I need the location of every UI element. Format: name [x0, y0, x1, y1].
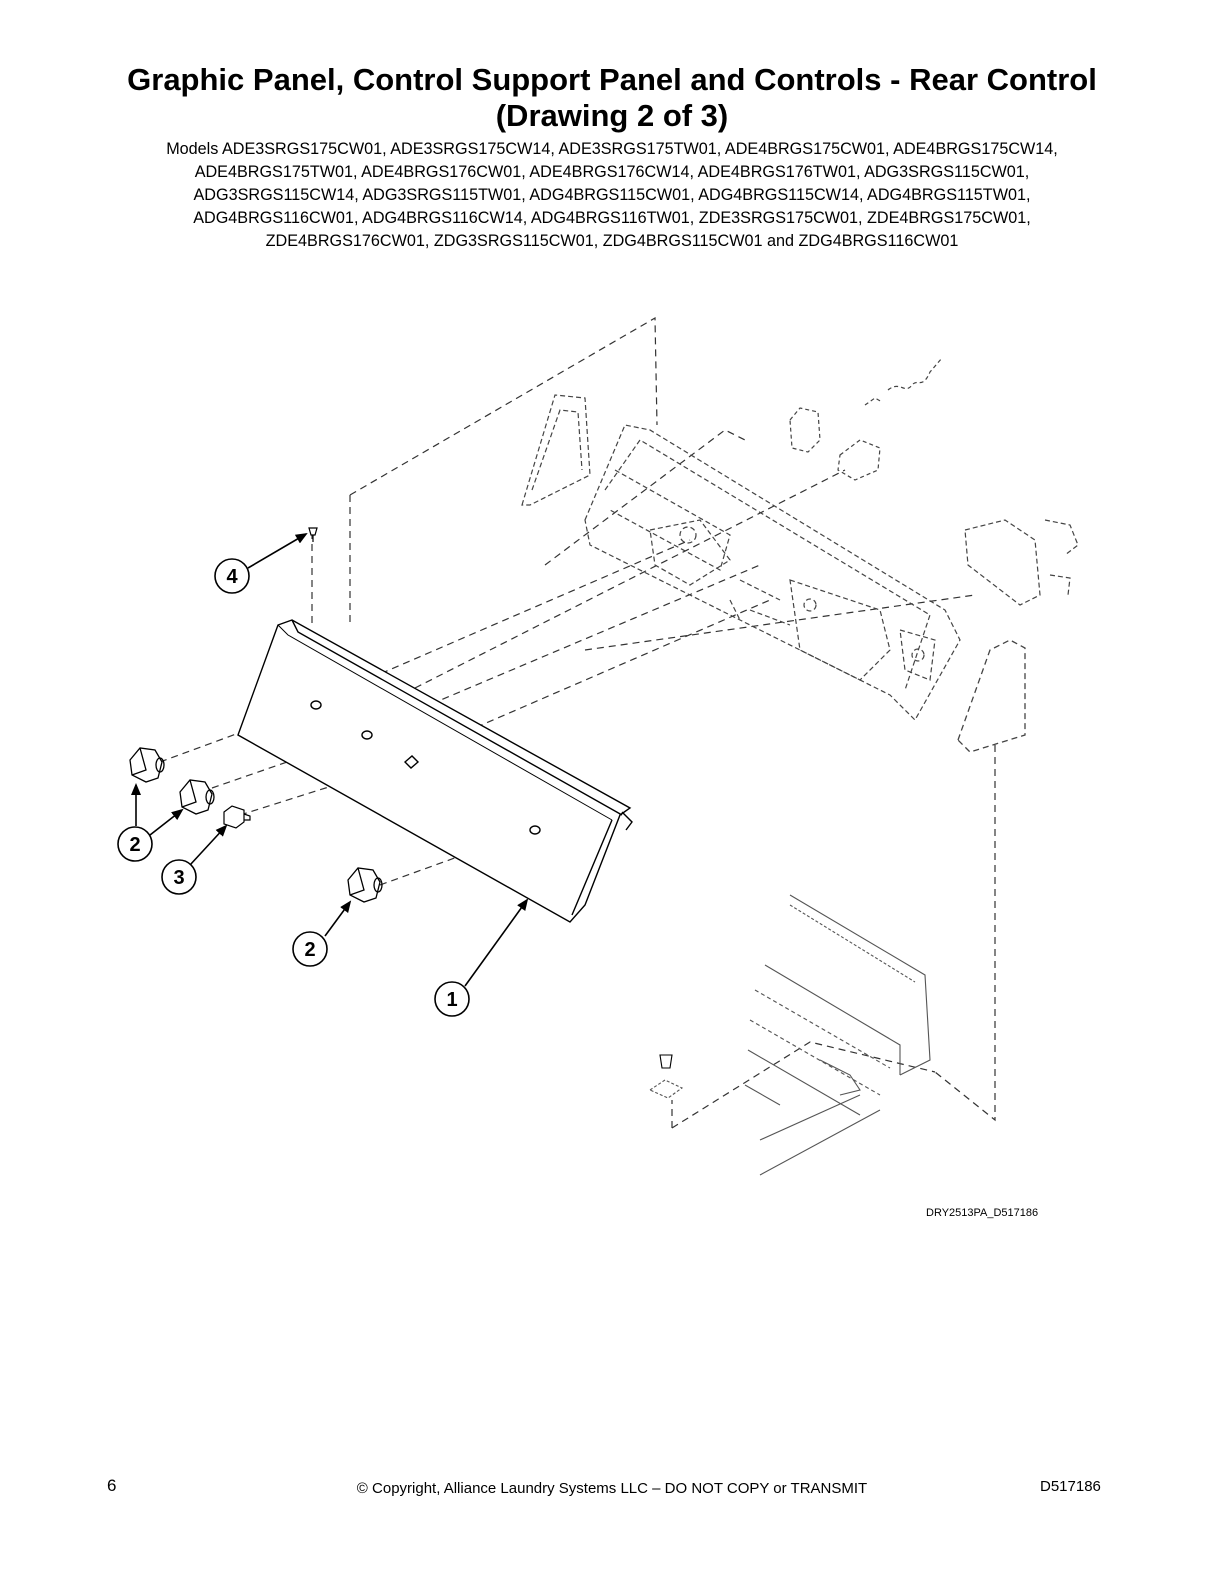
model-line-1: Models ADE3SRGS175CW01, ADE3SRGS175CW14,…	[166, 140, 1058, 158]
callout-4: 4	[214, 558, 250, 594]
control-module-upper	[789, 357, 943, 481]
end-cap	[957, 639, 1026, 753]
screw-part	[308, 527, 318, 542]
callout-2-lower: 2	[292, 931, 328, 967]
footer-doc-number: D517186	[1040, 1478, 1101, 1495]
callout-leaders	[131, 532, 529, 987]
switch-part	[223, 805, 251, 829]
knob-part-lower	[347, 867, 383, 903]
callout-1: 1	[434, 981, 470, 1017]
model-list: Models ADE3SRGS175CW01, ADE3SRGS175CW14,…	[100, 138, 1124, 253]
right-control-bracket	[964, 519, 1079, 606]
callout-2-lower-label: 2	[304, 939, 315, 961]
title-line-1: Graphic Panel, Control Support Panel and…	[127, 62, 1097, 97]
title-line-2: (Drawing 2 of 3)	[495, 98, 729, 133]
callout-4-label: 4	[226, 566, 238, 588]
left-bracket	[521, 394, 591, 506]
model-line-3: ADG3SRGS115CW14, ADG3SRGS115TW01, ADG4BR…	[193, 186, 1031, 204]
callout-3: 3	[161, 859, 197, 895]
drawing-id: DRY2513PA_D517186	[926, 1207, 1039, 1219]
callout-3-label: 3	[173, 867, 184, 889]
footer-copyright: © Copyright, Alliance Laundry Systems LL…	[356, 1480, 868, 1497]
model-line-4: ADG4BRGS116CW01, ADG4BRGS116CW14, ADG4BR…	[193, 209, 1031, 227]
model-line-5: ZDE4BRGS176CW01, ZDG3SRGS115CW01, ZDG4BR…	[265, 232, 959, 250]
callout-1-label: 1	[446, 989, 457, 1011]
callout-2-upper-label: 2	[129, 834, 140, 856]
knob-part-middle	[179, 779, 215, 815]
graphic-panel-part	[237, 619, 633, 923]
knob-part-upper	[129, 747, 165, 783]
footer-page-number: 6	[107, 1476, 117, 1495]
callout-2-upper: 2	[117, 826, 153, 862]
page-title: Graphic Panel, Control Support Panel and…	[60, 62, 1164, 134]
model-line-2: ADE4BRGS175TW01, ADE4BRGS176CW01, ADE4BR…	[194, 163, 1030, 181]
control-support-panel	[584, 424, 961, 721]
cabinet-top	[648, 894, 931, 1176]
